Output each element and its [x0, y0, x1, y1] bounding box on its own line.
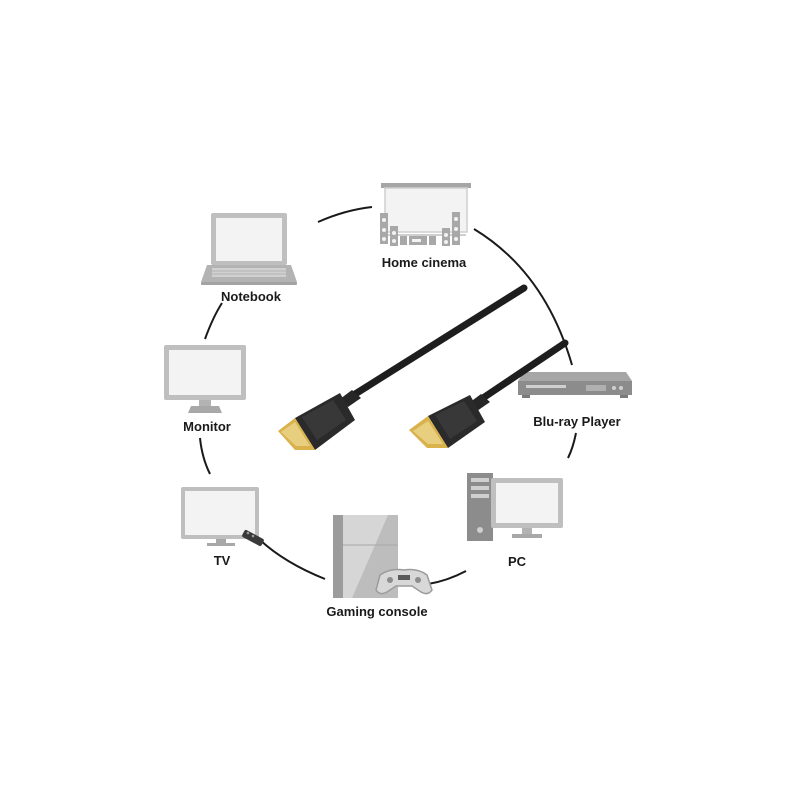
ring-arc-tv-monitor: [199, 437, 211, 475]
label-home-cinema: Home cinema: [381, 255, 467, 270]
ring-arc-gaming-tv: [259, 539, 326, 580]
gamepad-icon: [375, 568, 433, 595]
ring-arc-bluray-pc: [567, 432, 577, 459]
label-notebook: Notebook: [221, 289, 281, 304]
label-gaming-console: Gaming console: [326, 604, 428, 619]
monitor-icon: [164, 345, 246, 413]
hdmi-cable-2: [409, 339, 569, 448]
label-monitor: Monitor: [183, 419, 231, 434]
home-cinema-icon: [380, 183, 471, 246]
tv-icon: [181, 487, 264, 546]
label-tv: TV: [213, 553, 231, 568]
ring-arc-monitor-notebook: [204, 302, 223, 340]
blu-ray-player-icon: [518, 372, 632, 398]
label-pc: PC: [507, 554, 527, 569]
ring-arc-notebook-homecinema: [317, 206, 373, 223]
hdmi-cable-1: [278, 284, 528, 450]
notebook-icon: [201, 213, 297, 285]
pc-icon: [467, 473, 563, 541]
hdmi-cable-icon: [278, 284, 569, 450]
ring-arc-pc-gaming: [427, 570, 467, 585]
gaming-console-icon: [333, 515, 433, 598]
label-blu-ray-player: Blu-ray Player: [533, 414, 621, 429]
remote-control-icon: [242, 530, 264, 546]
